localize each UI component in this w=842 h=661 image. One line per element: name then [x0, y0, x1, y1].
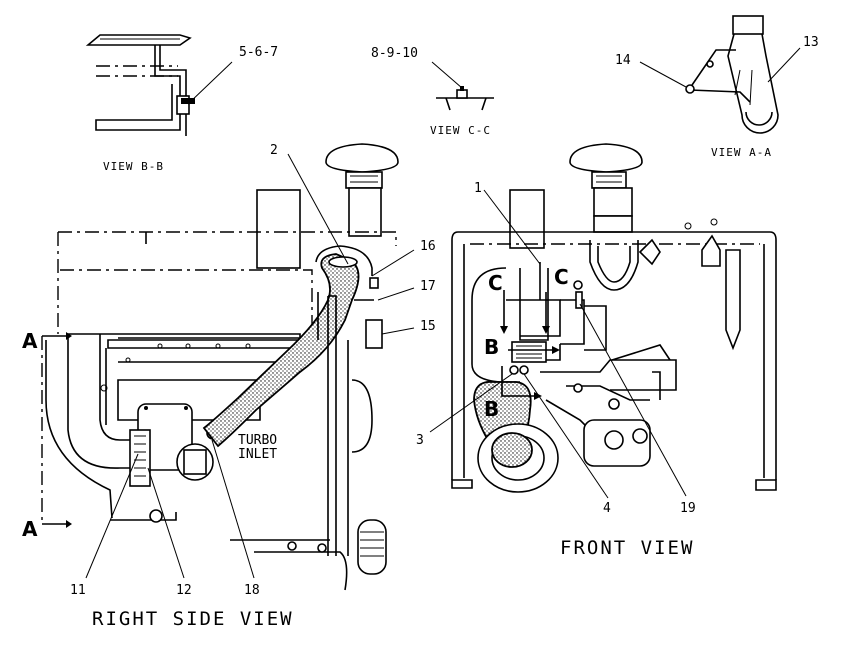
turbo-inlet-note-line2: INLET	[238, 447, 277, 462]
callout-16: 16	[420, 239, 436, 254]
callout-14: 14	[615, 53, 631, 68]
section-a-bottom: A	[22, 517, 38, 541]
turbo-inlet-note-line1: TURBO	[238, 433, 277, 448]
callout-18: 18	[244, 583, 260, 598]
view-cc-detail	[431, 61, 494, 111]
section-c-right: C	[554, 265, 569, 289]
callout-8-9-10: 8-9-10	[371, 46, 418, 61]
view-aa-label: VIEW A-A	[711, 146, 772, 159]
view-aa-detail	[639, 15, 801, 134]
section-c-left: C	[488, 271, 503, 295]
callout-5-6-7: 5-6-7	[239, 45, 278, 60]
callout-13: 13	[803, 35, 819, 50]
section-a-top: A	[22, 329, 38, 353]
callout-1: 1	[474, 181, 482, 196]
callout-12: 12	[176, 583, 192, 598]
view-bb-label: VIEW B-B	[103, 160, 164, 173]
callout-2: 2	[270, 143, 278, 158]
callout-4: 4	[603, 501, 611, 516]
callout-17: 17	[420, 279, 436, 294]
right-side-view-label: RIGHT SIDE VIEW	[92, 608, 294, 630]
front-view-label: FRONT VIEW	[560, 537, 694, 559]
section-b-upper: B	[484, 335, 499, 359]
front-view-drawing	[429, 143, 777, 499]
view-cc-label: VIEW C-C	[430, 124, 491, 137]
section-b-lower: B	[484, 397, 499, 421]
callout-11: 11	[70, 583, 86, 598]
view-bb-detail	[85, 34, 233, 136]
callout-3: 3	[416, 433, 424, 448]
callout-15: 15	[420, 319, 436, 334]
callout-19: 19	[680, 501, 696, 516]
right-side-view-drawing	[41, 143, 415, 591]
